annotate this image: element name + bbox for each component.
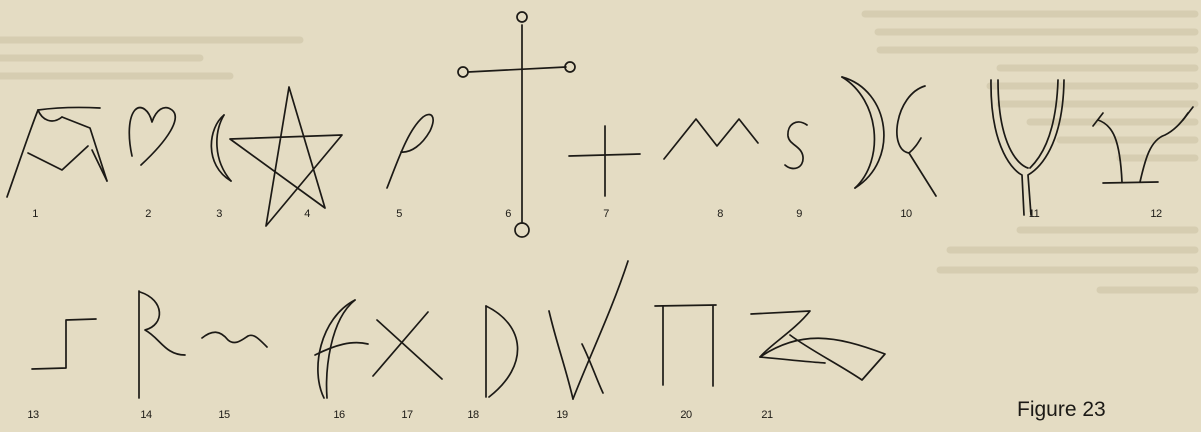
symbol-number: 10: [900, 208, 911, 220]
symbol-12: [1093, 107, 1193, 183]
symbol-13: [32, 319, 96, 369]
symbol-11: [991, 80, 1064, 215]
symbol-14: [139, 291, 185, 398]
symbol-2: [129, 108, 175, 165]
symbol-number: 15: [218, 409, 229, 421]
symbol-20: [655, 305, 716, 386]
symbol-17: [373, 312, 442, 379]
symbol-3: [211, 115, 231, 181]
symbol-number: 18: [467, 409, 478, 421]
symbol-10: [842, 77, 936, 196]
symbol-number: 21: [761, 409, 772, 421]
symbol-5: [387, 115, 433, 188]
symbol-7: [569, 126, 640, 196]
symbol-15: [202, 332, 267, 347]
symbol-number: 7: [603, 208, 609, 220]
symbol-number: 6: [505, 208, 511, 220]
symbol-number: 5: [396, 208, 402, 220]
symbol-19: [549, 261, 628, 399]
symbol-number: 12: [1150, 208, 1161, 220]
symbol-9: [785, 122, 807, 168]
symbol-number: 2: [145, 208, 151, 220]
symbol-number: 20: [680, 409, 691, 421]
symbol-number: 14: [140, 409, 151, 421]
symbol-number: 19: [556, 409, 567, 421]
symbol-number: 4: [304, 208, 310, 220]
symbol-6: [458, 12, 575, 237]
symbol-number: 9: [796, 208, 802, 220]
symbol-number: 8: [717, 208, 723, 220]
symbol-number: 1: [32, 208, 38, 220]
symbol-1: [7, 107, 107, 197]
symbol-18: [486, 306, 518, 397]
symbol-4: [230, 87, 342, 226]
symbol-number: 3: [216, 208, 222, 220]
symbol-21: [751, 311, 885, 380]
symbol-8: [664, 119, 758, 159]
symbol-16: [315, 300, 368, 398]
symbol-number: 16: [333, 409, 344, 421]
symbol-number: 17: [401, 409, 412, 421]
figure-caption: Figure 23: [1017, 398, 1106, 422]
symbol-number: 13: [27, 409, 38, 421]
symbol-number: 11: [1029, 208, 1039, 220]
